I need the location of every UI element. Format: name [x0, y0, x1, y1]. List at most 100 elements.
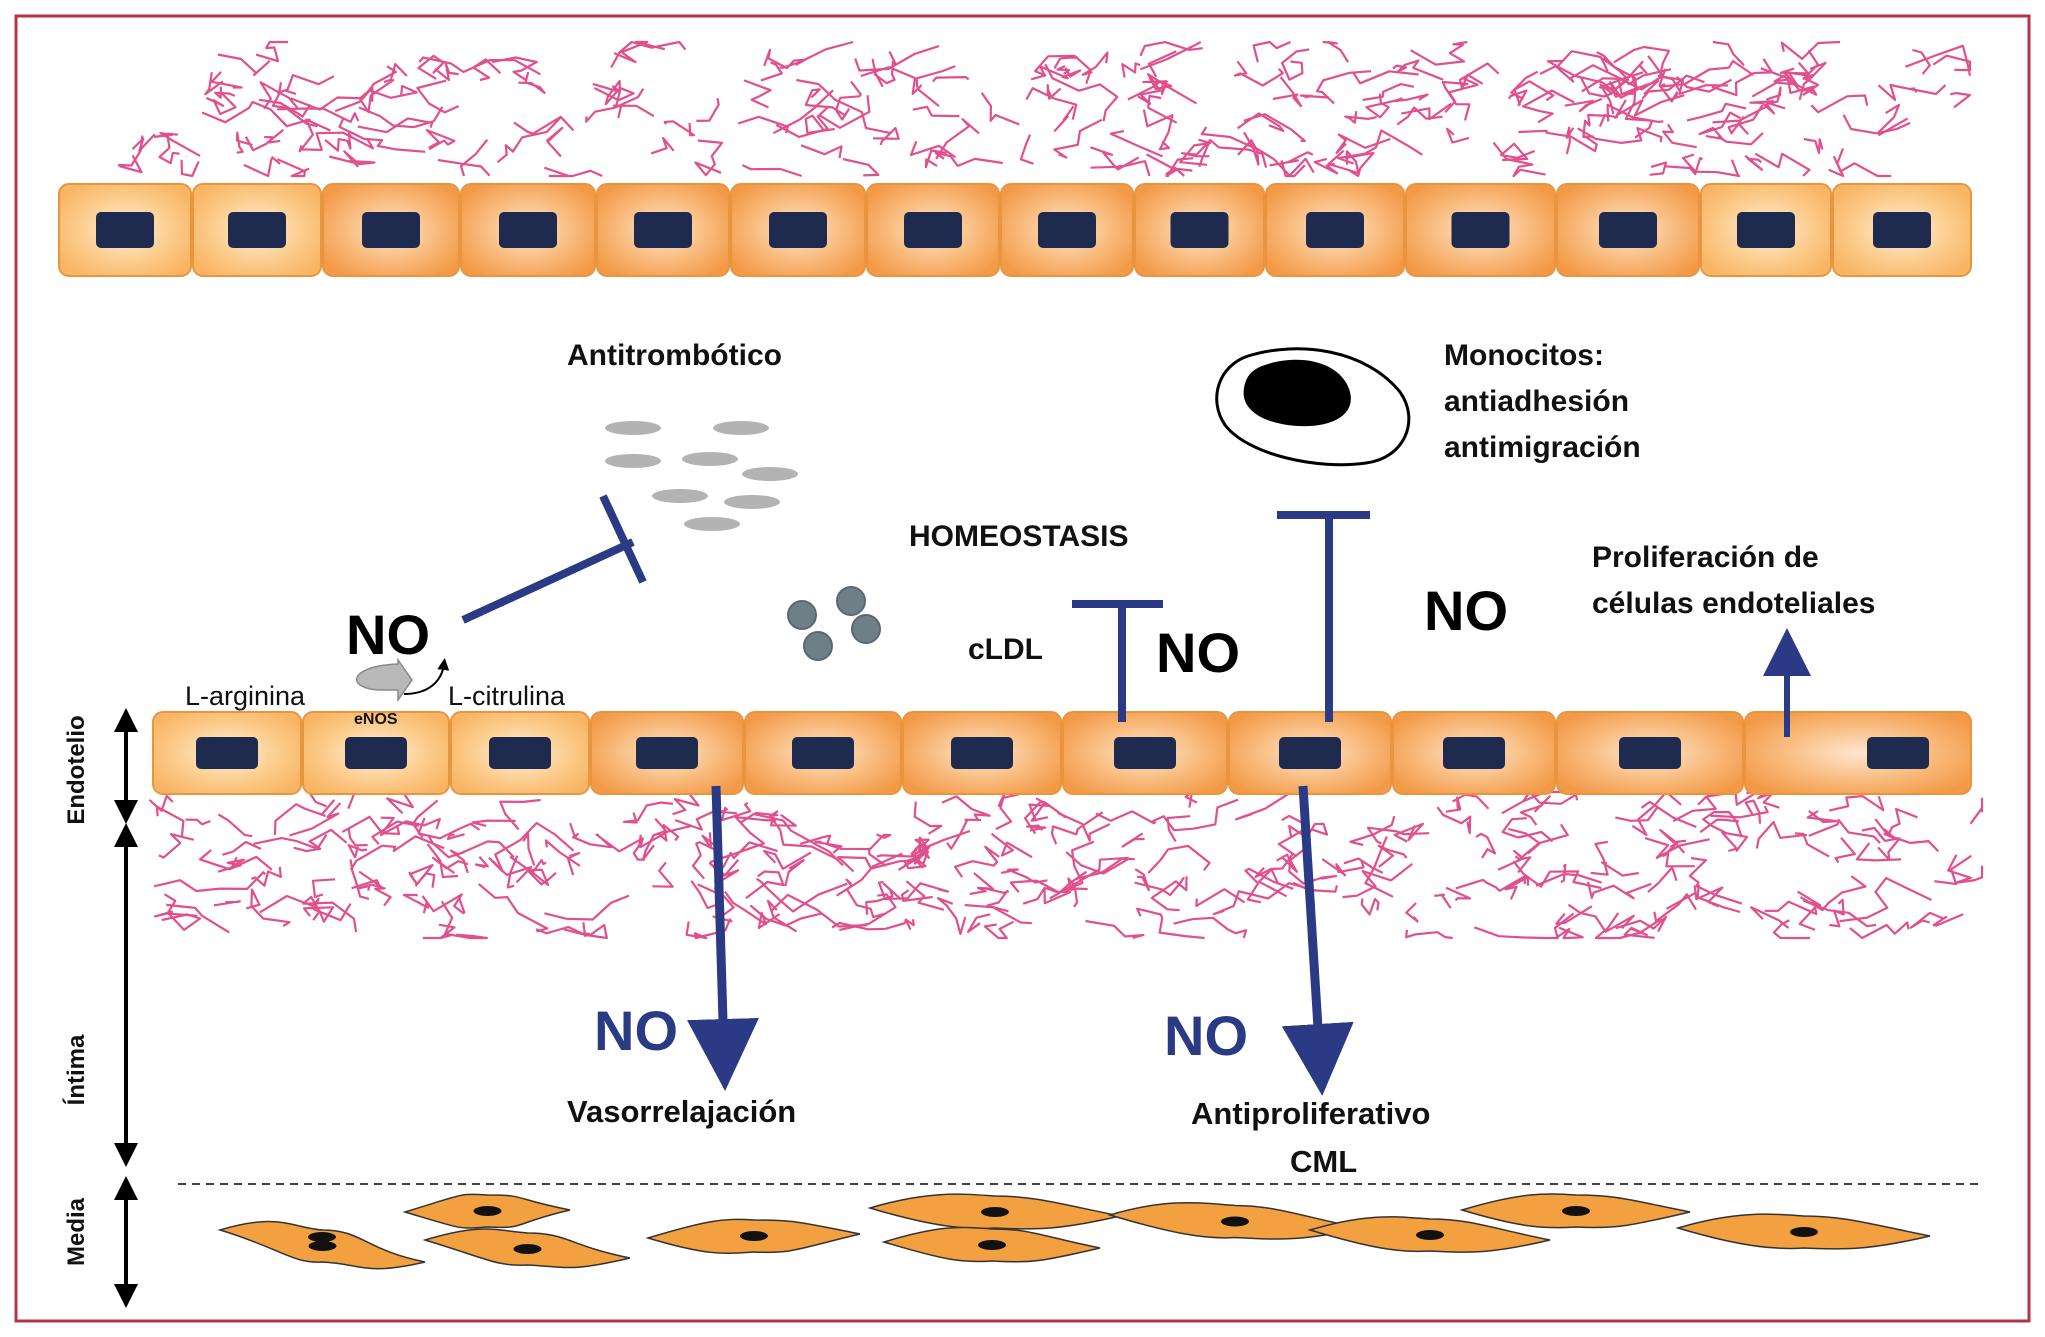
- collagen-fiber: [1699, 818, 1739, 834]
- collagen-fiber: [1212, 882, 1318, 916]
- collagen-fiber: [1292, 881, 1339, 893]
- collagen-fiber: [1276, 853, 1298, 873]
- collagen-fiber: [213, 900, 241, 907]
- collagen-fiber: [544, 839, 581, 867]
- smooth-muscle-cell: [422, 1228, 631, 1269]
- collagen-fiber: [338, 117, 426, 153]
- collagen-fiber: [1754, 152, 1811, 177]
- collagen-fiber: [1947, 854, 1984, 885]
- collagen-fiber: [1696, 884, 1741, 914]
- collagen-fiber: [964, 903, 1032, 925]
- collagen-fiber: [694, 139, 724, 177]
- collagen-fiber: [1764, 900, 1818, 931]
- cell-nucleus: [362, 212, 420, 248]
- collagen-fiber: [1444, 76, 1479, 113]
- label-antimigracion: antimigración: [1444, 431, 1641, 464]
- antithrombotic-inhibition-bar: [599, 494, 647, 584]
- cell-nucleus: [792, 737, 854, 769]
- endothelial-cell: [1744, 711, 1972, 795]
- collagen-fiber: [769, 810, 840, 862]
- cell-nucleus: [634, 212, 692, 248]
- cell-nucleus: [1873, 212, 1931, 248]
- collagen-fiber: [1321, 858, 1365, 877]
- collagen-fiber: [1797, 890, 1877, 928]
- collagen-fiber: [632, 834, 645, 861]
- collagen-fiber: [860, 66, 940, 107]
- collagen-fiber: [1134, 868, 1150, 892]
- collagen-fiber: [1039, 65, 1082, 80]
- collagen-fiber: [1434, 893, 1452, 909]
- collagen-fiber: [1025, 87, 1078, 120]
- cell-nucleus: [196, 737, 258, 769]
- collagen-fiber: [657, 824, 680, 842]
- collagen-fiber: [712, 801, 752, 822]
- cell-nucleus: [499, 212, 557, 248]
- collagen-fiber: [709, 816, 776, 864]
- collagen-fiber: [166, 903, 230, 934]
- cell-nucleus: [769, 212, 827, 248]
- collagen-fiber: [622, 801, 674, 824]
- collagen-fiber: [1557, 50, 1609, 72]
- endothelial-cell: [596, 183, 730, 277]
- collagen-fiber: [1252, 40, 1291, 63]
- collagen-fiber: [836, 852, 903, 897]
- smooth-muscle-cell: [881, 1226, 1101, 1263]
- collagen-fiber: [1514, 855, 1532, 874]
- collagen-fiber: [1458, 62, 1500, 90]
- collagen-fiber: [912, 105, 960, 118]
- smooth-muscle-cell: [1675, 1213, 1931, 1250]
- collagen-fiber: [1828, 795, 1885, 812]
- collagen-fiber: [1596, 51, 1638, 92]
- collagen-fiber: [1475, 832, 1497, 859]
- collagen-fiber: [328, 150, 376, 168]
- collagen-fiber: [1504, 876, 1530, 900]
- collagen-fiber: [428, 835, 465, 859]
- collagen-fiber: [872, 127, 900, 146]
- subendothelial-fiber-network: [148, 790, 1984, 940]
- collagen-fiber: [163, 893, 198, 917]
- collagen-fiber: [1555, 905, 1593, 925]
- collagen-fiber: [1613, 45, 1670, 78]
- cell-nucleus: [1599, 212, 1657, 248]
- collagen-fiber: [1046, 84, 1062, 100]
- collagen-fiber: [351, 879, 392, 907]
- collagen-fiber: [1829, 898, 1845, 928]
- collagen-fiber: [593, 87, 635, 106]
- collagen-fiber: [1842, 114, 1911, 135]
- cell-nucleus: [1443, 737, 1505, 769]
- collagen-fiber: [1019, 134, 1034, 165]
- collagen-fiber: [1109, 130, 1163, 158]
- collagen-fiber: [1512, 860, 1602, 890]
- collagen-fiber: [1567, 903, 1635, 933]
- collagen-fiber: [652, 861, 674, 888]
- no-label-right: NO: [1424, 579, 1508, 642]
- collagen-fiber: [1808, 818, 1881, 844]
- collagen-fiber: [901, 889, 933, 902]
- collagen-fiber: [1360, 897, 1380, 916]
- no-label-vasorelaxation: NO: [594, 999, 678, 1062]
- collagen-fiber: [595, 825, 692, 853]
- collagen-fiber: [334, 84, 418, 113]
- collagen-fiber: [246, 888, 291, 928]
- collagen-fiber: [1877, 83, 1918, 101]
- collagen-fiber: [1050, 811, 1104, 845]
- collagen-fiber: [1712, 101, 1786, 124]
- collagen-fiber: [1343, 857, 1384, 874]
- collagen-fiber: [1237, 139, 1315, 177]
- collagen-fiber: [1877, 837, 1901, 861]
- cell-nucleus: [1619, 737, 1681, 769]
- collagen-fiber: [1647, 866, 1678, 893]
- cell-nucleus: [1221, 1216, 1249, 1227]
- collagen-fiber: [214, 86, 236, 99]
- collagen-fiber: [742, 164, 803, 178]
- cell-nucleus: [96, 212, 154, 248]
- cell-nucleus: [1416, 1230, 1444, 1240]
- collagen-fiber: [1773, 73, 1818, 96]
- collagen-fiber: [1026, 824, 1047, 832]
- endothelial-cell: [58, 183, 192, 277]
- collagen-fiber: [909, 140, 957, 159]
- collagen-fiber: [1139, 41, 1203, 57]
- collagen-fiber: [1127, 76, 1173, 101]
- collagen-fiber: [763, 48, 807, 70]
